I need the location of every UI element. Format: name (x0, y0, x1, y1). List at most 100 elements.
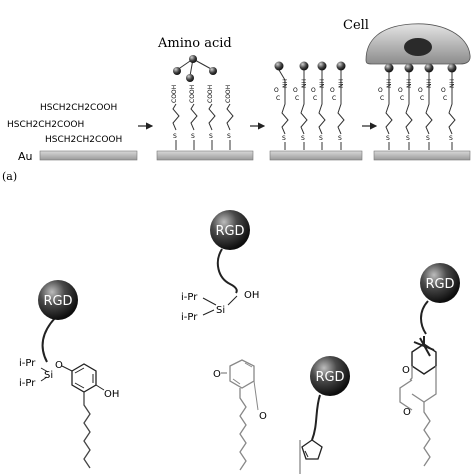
o-label: O (402, 365, 410, 376)
thiol-formula-3: HSCH2CH2COOH (45, 135, 122, 145)
rgd-label: RGD (315, 370, 344, 385)
svg-text:C: C (443, 95, 447, 102)
cooh-chain: S COOH (171, 85, 180, 150)
structure-cyclopentene: RGD (299, 356, 350, 474)
step-amino-acid-coupled: S C O NH S C O NH S C O NH (269, 61, 363, 161)
cooh-chain: S COOH (189, 85, 198, 150)
svg-text:C: C (295, 95, 299, 102)
si-label: Si (44, 370, 53, 381)
svg-text:C: C (276, 95, 280, 102)
svg-text:S: S (173, 133, 177, 140)
svg-text:C: C (400, 95, 404, 102)
svg-text:S: S (282, 135, 286, 142)
ipr-label: i-Pr (181, 292, 198, 303)
ipr-label: i-Pr (19, 358, 36, 369)
step-thiol-solution: HSCH2CH2COOH HSCH2CH2COOH HSCH2CH2COOH A… (2, 103, 138, 183)
amino-acid (317, 61, 327, 71)
ipr-label: i-Pr (19, 378, 36, 389)
structure-quinone: O O (213, 359, 267, 471)
svg-text:C: C (380, 95, 384, 102)
cooh-chains: S COOH S COOH S COOH S COOH (171, 85, 234, 150)
gold-substrate-4 (373, 150, 471, 161)
svg-text:NH: NH (406, 79, 413, 88)
svg-text:O: O (330, 87, 335, 94)
gold-label: Au (18, 150, 33, 163)
svg-text:NH: NH (282, 79, 289, 88)
si-label: Si (216, 305, 225, 316)
amino-acid (173, 67, 181, 75)
amide-chain: S C O NH (274, 61, 289, 150)
svg-text:NH: NH (386, 79, 393, 88)
amide-chain: S C O NH (418, 63, 434, 150)
rgd-ball (38, 280, 78, 320)
svg-text:C: C (420, 95, 424, 102)
oh-label: OH (244, 290, 259, 301)
ipr-label: i-Pr (181, 312, 198, 323)
cell-label: Cell (343, 18, 369, 33)
panel-a: HSCH2CH2COOH HSCH2CH2COOH HSCH2CH2COOH A… (2, 18, 471, 183)
svg-text:C: C (313, 95, 317, 102)
amino-acid (299, 61, 309, 71)
svg-text:COOH: COOH (189, 85, 196, 103)
rgd-label: RGD (425, 277, 454, 292)
rgd-label: RGD (215, 224, 244, 239)
amino-acid-label: Amino acid (157, 36, 232, 51)
svg-text:O: O (378, 87, 383, 94)
amino-acid-cluster (173, 55, 217, 82)
svg-text:S: S (319, 135, 323, 142)
amino-acid (424, 63, 434, 73)
panel-b: RGD i-Pr i-Pr Si O OH RGD i-Pr i-Pr Si O… (19, 210, 460, 474)
svg-text:COOH: COOH (225, 85, 232, 103)
svg-text:C: C (332, 95, 336, 102)
svg-text:S: S (426, 135, 430, 142)
svg-text:S: S (227, 133, 231, 140)
oh-label: OH (104, 389, 119, 400)
amide-chain: S C O NH (293, 61, 309, 150)
svg-text:S: S (301, 135, 305, 142)
svg-text:S: S (406, 135, 410, 142)
linker (41, 317, 56, 363)
svg-text:S: S (209, 133, 213, 140)
cyclopentene-ring (301, 439, 323, 460)
svg-text:S: S (386, 135, 390, 142)
amide-chain: S C O NH (311, 61, 327, 150)
step-cell-adhesion: Cell S C O NH S C O NH S (343, 18, 471, 161)
thiol-formula-2: HSCH2CH2COOH (7, 120, 84, 130)
amino-acid (447, 63, 457, 73)
cell-nucleus (404, 38, 432, 56)
svg-text:COOH: COOH (171, 85, 178, 103)
svg-text:S: S (449, 135, 453, 142)
svg-text:S: S (338, 135, 342, 142)
amino-acid (189, 55, 197, 63)
svg-text:COOH: COOH (207, 85, 214, 103)
svg-text:NH: NH (426, 79, 433, 88)
o-label: O (403, 407, 411, 418)
svg-text:O: O (398, 87, 403, 94)
panel-a-label: (a) (2, 170, 17, 183)
amino-acid (404, 63, 414, 73)
amide-chain: S C O NH (398, 63, 414, 150)
amino-acid (209, 67, 217, 75)
quinone-ring (221, 359, 255, 389)
alkyl-chain (239, 388, 247, 471)
thiol-formula-1: HSCH2CH2COOH (40, 103, 117, 113)
svg-text:O: O (293, 87, 298, 94)
gold-substrate-1 (39, 150, 138, 161)
alkyl-chain (423, 402, 431, 467)
structure-diels-alder: RGD O O (399, 263, 460, 467)
rgd-ball (310, 356, 350, 396)
amino-acid (336, 61, 346, 71)
linker (311, 394, 321, 441)
o-label: O (259, 411, 267, 422)
svg-text:NH: NH (449, 79, 456, 88)
amide-chain: S C O NH (378, 63, 394, 150)
svg-text:O: O (441, 87, 446, 94)
rgd-ball (420, 263, 460, 303)
amino-acid (186, 74, 194, 82)
structure-silanol: RGD i-Pr i-Pr Si OH (181, 210, 259, 323)
svg-text:O: O (418, 87, 423, 94)
gold-substrate-3 (269, 150, 363, 161)
cooh-chain: S COOH (207, 85, 216, 150)
linker (216, 248, 238, 294)
svg-text:O: O (274, 87, 279, 94)
